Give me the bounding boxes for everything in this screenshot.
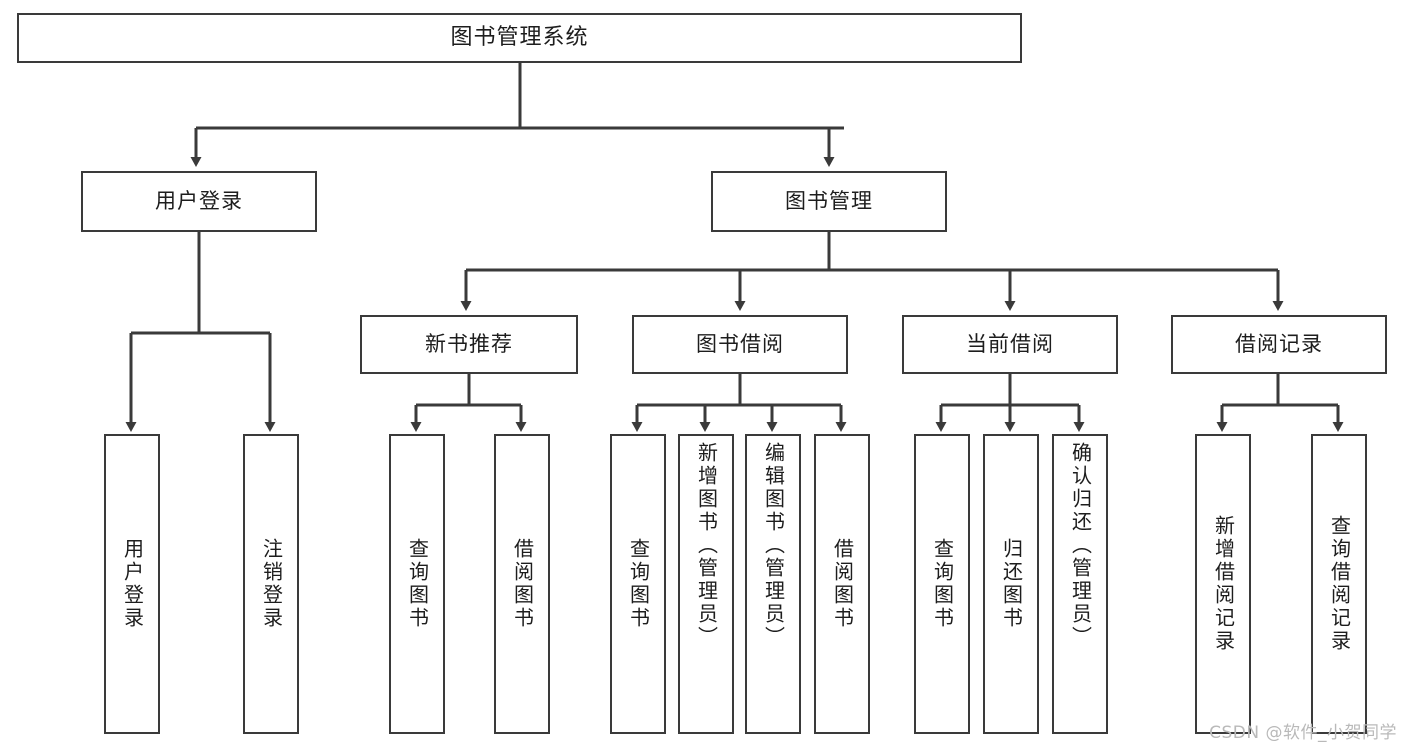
- node-current-borrow[interactable]: 当前借阅: [902, 315, 1118, 374]
- leaf-query-record-label: 查询借阅记录: [1327, 515, 1352, 653]
- leaf-user-login-label: 用户登录: [120, 538, 145, 630]
- leaf-query-record[interactable]: 查询借阅记录: [1311, 434, 1367, 734]
- node-borrow-record-label: 借阅记录: [1235, 331, 1323, 356]
- node-book-manage[interactable]: 图书管理: [711, 171, 947, 232]
- node-borrow-record[interactable]: 借阅记录: [1171, 315, 1387, 374]
- leaf-borrow-book-2[interactable]: 借阅图书: [814, 434, 870, 734]
- leaf-return-book[interactable]: 归还图书: [983, 434, 1039, 734]
- node-book-borrow[interactable]: 图书借阅: [632, 315, 848, 374]
- node-book-borrow-label: 图书借阅: [696, 331, 784, 356]
- leaf-logout[interactable]: 注销登录: [243, 434, 299, 734]
- leaf-borrow-book-1[interactable]: 借阅图书: [494, 434, 550, 734]
- node-root[interactable]: 图书管理系统: [17, 13, 1022, 63]
- node-root-label: 图书管理系统: [450, 24, 589, 50]
- node-book-manage-label: 图书管理: [785, 188, 873, 213]
- leaf-confirm-return-label: 确认归还（管理员）: [1068, 442, 1093, 649]
- node-user-login-label: 用户登录: [155, 188, 243, 213]
- node-new-book-recommend[interactable]: 新书推荐: [360, 315, 578, 374]
- leaf-edit-book-label: 编辑图书（管理员）: [761, 442, 786, 649]
- leaf-query-book-1-label: 查询图书: [405, 538, 430, 630]
- leaf-logout-label: 注销登录: [259, 538, 284, 630]
- leaf-add-book-label: 新增图书（管理员）: [694, 442, 719, 649]
- node-current-borrow-label: 当前借阅: [966, 331, 1054, 356]
- leaf-query-book-2[interactable]: 查询图书: [610, 434, 666, 734]
- leaf-query-book-3[interactable]: 查询图书: [914, 434, 970, 734]
- leaf-add-record[interactable]: 新增借阅记录: [1195, 434, 1251, 734]
- leaf-borrow-book-1-label: 借阅图书: [510, 538, 535, 630]
- leaf-query-book-1[interactable]: 查询图书: [389, 434, 445, 734]
- leaf-return-book-label: 归还图书: [999, 538, 1024, 630]
- leaf-add-record-label: 新增借阅记录: [1211, 515, 1236, 653]
- leaf-add-book[interactable]: 新增图书（管理员）: [678, 434, 734, 734]
- leaf-query-book-3-label: 查询图书: [930, 538, 955, 630]
- watermark-text: CSDN @软件_小贺同学: [1209, 723, 1397, 743]
- node-user-login[interactable]: 用户登录: [81, 171, 317, 232]
- leaf-confirm-return[interactable]: 确认归还（管理员）: [1052, 434, 1108, 734]
- node-new-book-recommend-label: 新书推荐: [425, 331, 513, 356]
- leaf-borrow-book-2-label: 借阅图书: [830, 538, 855, 630]
- leaf-user-login[interactable]: 用户登录: [104, 434, 160, 734]
- leaf-edit-book[interactable]: 编辑图书（管理员）: [745, 434, 801, 734]
- leaf-query-book-2-label: 查询图书: [626, 538, 651, 630]
